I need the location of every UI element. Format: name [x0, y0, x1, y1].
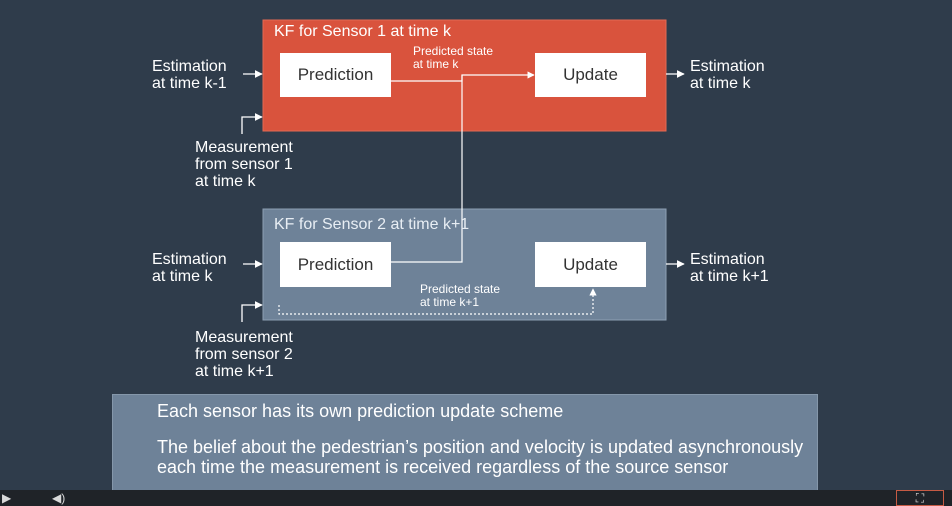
kf1-prediction-box [280, 53, 391, 97]
kf2-title: KF for Sensor 2 at time k+1 [274, 216, 470, 233]
kf2-output-label: Estimation at time k+1 [690, 251, 769, 285]
kf1-predicted-state-line2: at time k [413, 57, 459, 71]
kf2-predicted-state-dotted-arrow [278, 288, 597, 315]
kf-cross-connector [391, 75, 463, 263]
kf2-predicted-state-line2: at time k+1 [420, 295, 480, 309]
kf1-predicted-state-label: Predicted state at time k [413, 45, 493, 71]
kf2-output-line2: at time k+1 [690, 268, 769, 285]
kf2-predicted-state-label: Predicted state at time k+1 [420, 283, 500, 309]
video-player-bar: ▶ ◀) ⛶ [0, 490, 952, 506]
kf2-prediction-label: Prediction [297, 254, 374, 274]
kf1-output-line1: Estimation [690, 58, 765, 75]
kf1-meas-line1: Measurement [195, 139, 293, 156]
kf2-measurement-arrow [241, 301, 263, 322]
kf1-title: KF for Sensor 1 at time k [274, 23, 451, 40]
kf2-input-label: Estimation at time k [152, 251, 227, 285]
kf2-meas-line3: at time k+1 [195, 363, 274, 380]
kf1-input-label: Estimation at time k-1 [152, 58, 227, 92]
kf1-meas-line2: from sensor 1 [195, 156, 293, 173]
fullscreen-icon[interactable]: ⛶ [896, 490, 944, 506]
kf1-input-line1: Estimation [152, 58, 227, 75]
kf1-update-label: Update [563, 65, 618, 84]
volume-icon[interactable]: ◀) [52, 491, 66, 505]
kf1-predicted-state-line1: Predicted state [413, 44, 494, 58]
caption-line1: Each sensor has its own prediction updat… [157, 401, 564, 421]
kf2-meas-line2: from sensor 2 [195, 346, 293, 363]
kf1-output-label: Estimation at time k [690, 58, 765, 92]
kf1-update-box [535, 53, 646, 97]
play-icon[interactable]: ▶ [2, 491, 12, 505]
kf2-meas-line1: Measurement [195, 329, 293, 346]
kf1-output-line2: at time k [690, 75, 751, 92]
kf2-predicted-state-line1: Predicted state [420, 282, 501, 296]
kf1-measurement-label: Measurement from sensor 1 at time k [195, 139, 293, 190]
kf2-input-line2: at time k [152, 268, 213, 285]
kf1-measurement-arrow [241, 113, 263, 134]
kf2-measurement-label: Measurement from sensor 2 at time k+1 [195, 329, 293, 380]
kf2-prediction-box [280, 242, 391, 287]
kf1-input-line2: at time k-1 [152, 75, 227, 92]
kf1-prediction-label: Prediction [297, 65, 374, 84]
kf2-update-box [535, 242, 646, 287]
kf2-output-line1: Estimation [690, 251, 765, 268]
kf2-update-label: Update [563, 254, 618, 274]
kf1-meas-line3: at time k [195, 173, 256, 190]
caption-box: Each sensor has its own prediction updat… [112, 394, 818, 502]
kf2-input-line1: Estimation [152, 251, 227, 268]
caption-line2: The belief about the pedestrian’s positi… [157, 437, 804, 477]
